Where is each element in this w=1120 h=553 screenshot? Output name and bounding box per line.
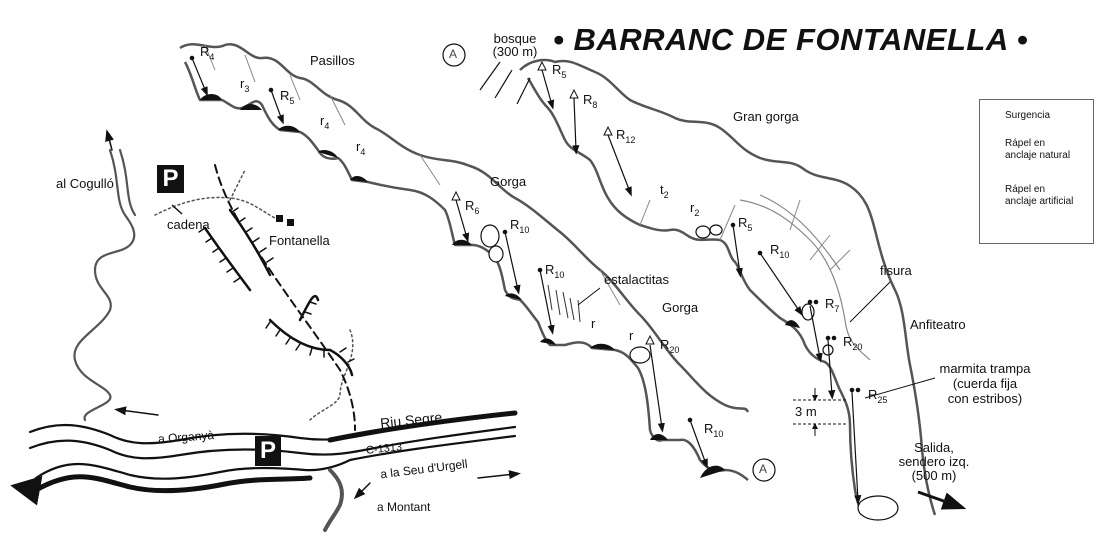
- left-rappel-arrows: [191, 57, 708, 469]
- rappel-label: R5: [280, 88, 295, 106]
- exit-arrow: [917, 490, 967, 510]
- label-estalactitas: estalactitas: [604, 272, 670, 287]
- rappel-label: R10: [545, 262, 565, 280]
- rappel-label: R10: [770, 242, 790, 260]
- exit-line2: sendero izq.: [898, 454, 970, 469]
- right-pool: [785, 320, 800, 328]
- right-canyon: [519, 58, 937, 520]
- rappel-label: R8: [583, 92, 598, 110]
- label-bosque-distance: (300 m): [492, 44, 538, 59]
- right-boulders: [695, 224, 899, 521]
- label-fontanella: Fontanella: [269, 233, 330, 248]
- right-upper-wall: [519, 58, 937, 516]
- rappel-label: r3: [240, 76, 250, 94]
- label-bosque: bosque: [493, 31, 537, 46]
- rappel-label: R20: [843, 334, 863, 352]
- legend-artificial-1: Rápel en: [1005, 184, 1046, 195]
- marmita-height: 3 m: [795, 404, 817, 419]
- right-rappel-arrows: [541, 69, 862, 505]
- rappel-label: r: [629, 328, 634, 343]
- label-gorga-2: Gorga: [662, 300, 699, 315]
- rappel-label: R5: [552, 62, 567, 80]
- rappel-label: R12: [616, 127, 636, 145]
- left-upper-wall: [179, 42, 750, 413]
- left-boulders: [480, 224, 651, 364]
- rappel-label: r4: [356, 139, 366, 157]
- label-fisura: fisura: [880, 263, 912, 278]
- label-gran-gorga: Gran gorga: [733, 109, 799, 124]
- end-marker-letter: A: [759, 462, 768, 476]
- cadena-barrier: [171, 204, 183, 215]
- left-anchor-markers: [189, 55, 693, 423]
- exit-line3: (500 m): [911, 468, 957, 483]
- estalactitas-drawing: [547, 284, 581, 323]
- rappel-label: R6: [465, 198, 480, 216]
- parking-icon: P: [157, 165, 184, 193]
- rappel-label: r: [591, 316, 596, 331]
- label-pasillos: Pasillos: [310, 53, 355, 68]
- approach-marker-letter: A: [449, 47, 458, 61]
- rappel-label: R7: [825, 296, 840, 314]
- right-anchor-markers: [537, 60, 861, 393]
- house-icon: [276, 215, 283, 222]
- marmita-dimension: [793, 388, 848, 436]
- rappel-label: R10: [510, 217, 530, 235]
- legend-box: Surgencia Rápel en anclaje natural Rápel…: [979, 99, 1094, 244]
- access-map: [10, 129, 521, 532]
- marmita-line3: con estribos): [947, 391, 1023, 406]
- rappel-label: r4: [320, 113, 330, 131]
- marmita-line2: (cuerda fija: [952, 376, 1018, 391]
- rappel-label: R4: [200, 44, 215, 62]
- rappel-label: R5: [738, 215, 753, 233]
- rappel-label: t2: [660, 182, 669, 200]
- right-lower-wall: [526, 77, 871, 520]
- label-gorga-1: Gorga: [490, 174, 527, 189]
- marmita-line1: marmita trampa: [939, 361, 1031, 376]
- rappel-label: r2: [690, 200, 700, 218]
- approach-marks: [442, 43, 776, 482]
- rappel-label: R10: [704, 421, 724, 439]
- label-al-cogullo: al Cogulló: [56, 176, 114, 191]
- parking-icon: P: [255, 436, 281, 466]
- label-a-montant: a Montant: [377, 500, 431, 514]
- legend-artificial-2: anclaje artificial: [1005, 196, 1074, 207]
- page-title: • BARRANC DE FONTANELLA •: [553, 22, 1029, 57]
- house-icon: [287, 219, 294, 226]
- label-cadena: cadena: [167, 217, 210, 232]
- left-pools: [200, 94, 725, 478]
- exit-line1: Salida,: [914, 440, 954, 455]
- label-anfiteatro: Anfiteatro: [910, 317, 966, 332]
- rappel-label: R20: [660, 337, 680, 355]
- legend-surgencia: Surgencia: [1005, 110, 1051, 121]
- legend-natural-1: Rápel en: [1005, 138, 1046, 149]
- rappel-label: R25: [868, 387, 888, 405]
- legend-natural-2: anclaje natural: [1005, 150, 1071, 161]
